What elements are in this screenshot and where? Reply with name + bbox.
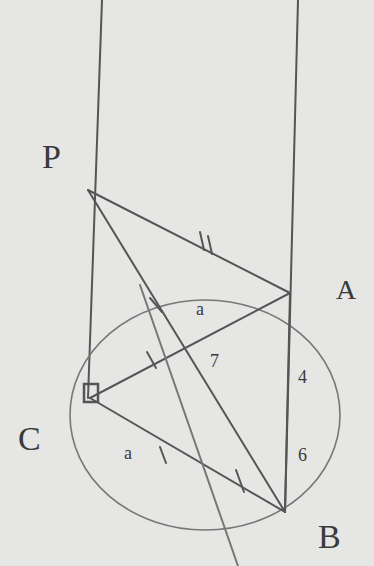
circle (70, 300, 340, 530)
point-label: 7 (210, 352, 219, 370)
segment-ca (90, 293, 290, 398)
point-label: C (18, 422, 41, 456)
point-label: P (42, 140, 61, 174)
tick-mark (236, 470, 244, 492)
point-label: a (124, 444, 132, 462)
point-label: a (196, 300, 204, 318)
right-angle-mark (84, 384, 98, 402)
tick-mark (200, 232, 204, 250)
segment-pa (88, 190, 290, 293)
vertical-line (88, 0, 102, 398)
point-label: 6 (298, 446, 307, 464)
segment-ab (285, 293, 290, 512)
point-label: B (318, 520, 341, 554)
tick-mark (208, 236, 212, 254)
segment-pb (88, 190, 285, 512)
point-label: 4 (298, 368, 307, 386)
tick-mark (147, 352, 156, 368)
point-label: A (336, 276, 356, 304)
tick-mark (150, 298, 162, 312)
vertical-line (285, 0, 298, 512)
tick-mark (160, 447, 166, 463)
median-line (140, 285, 238, 566)
segment-cb (90, 398, 285, 512)
